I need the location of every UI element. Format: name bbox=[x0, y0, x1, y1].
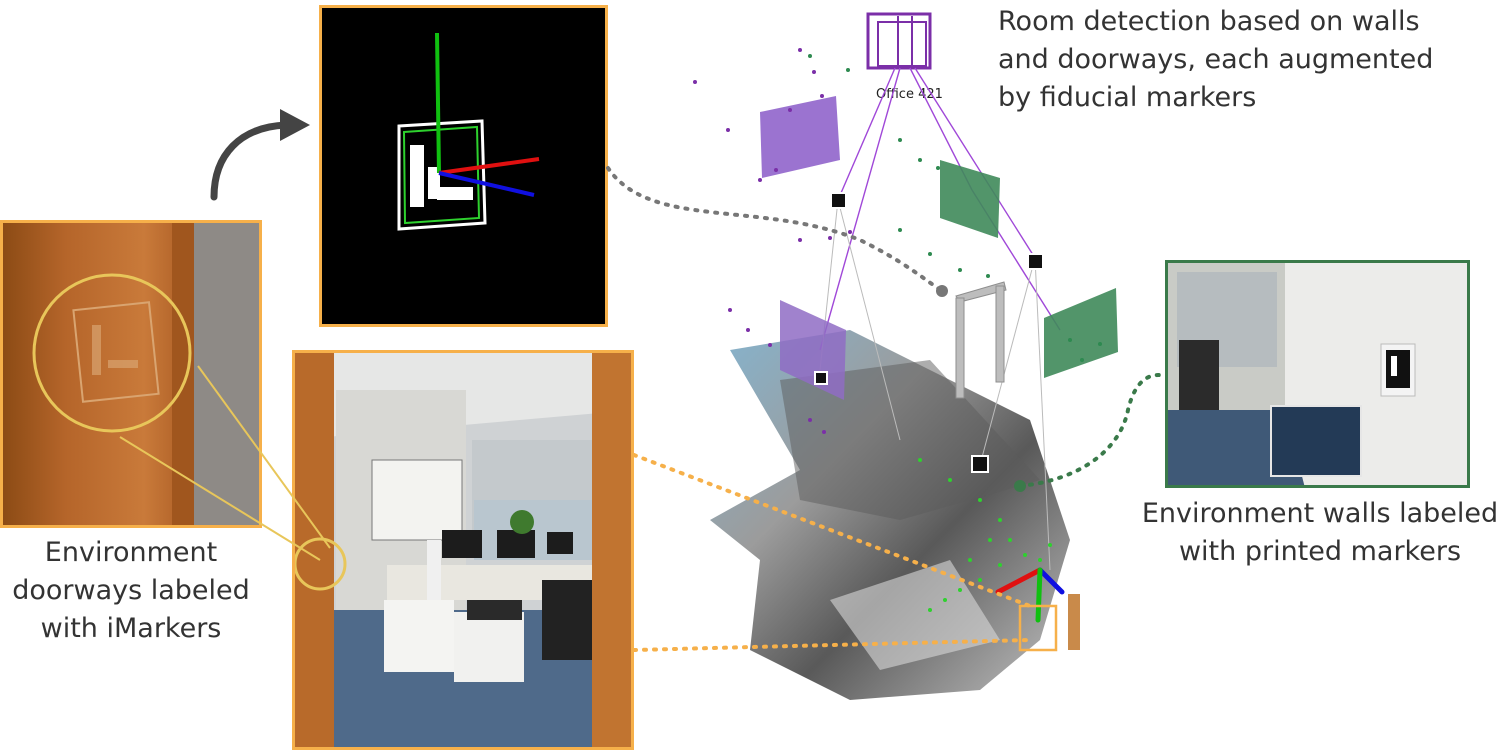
wall-plane-purple bbox=[760, 96, 840, 178]
room-detection-caption: Room detection based on walls and doorwa… bbox=[998, 6, 1434, 113]
door-closeup-panel bbox=[0, 220, 262, 528]
fiducial-marker bbox=[814, 371, 828, 385]
fiducial-marker bbox=[830, 192, 847, 209]
fiducial-marker bbox=[1027, 253, 1044, 270]
office-photo-panel bbox=[292, 350, 634, 750]
camera-frame bbox=[1018, 604, 1058, 652]
wall-photo-panel bbox=[1165, 260, 1470, 488]
office-leader bbox=[632, 638, 1032, 652]
marker-links bbox=[819, 199, 1051, 571]
room-node-office-421 bbox=[866, 12, 932, 70]
leader-dot bbox=[936, 285, 948, 297]
office-photo-image bbox=[292, 350, 634, 750]
detection-leader bbox=[606, 166, 944, 293]
purple-points bbox=[693, 48, 852, 434]
wall-plane-green bbox=[940, 160, 1000, 238]
door-closeup-image bbox=[0, 220, 262, 528]
green-points bbox=[808, 54, 1102, 362]
office-leader bbox=[632, 453, 1032, 608]
doorways-caption: Environment doorways labeled with iMarke… bbox=[12, 537, 250, 644]
leader-dot bbox=[1014, 480, 1026, 492]
marker-detection-image bbox=[319, 5, 608, 327]
imarker-highlight-circle bbox=[32, 273, 192, 433]
curved-arrow-icon bbox=[210, 109, 310, 201]
room-label: Office 421 bbox=[876, 87, 943, 102]
walls-caption: Environment walls labeled with printed m… bbox=[1141, 498, 1499, 567]
marker-detection-panel bbox=[319, 5, 608, 327]
wall-plane-purple bbox=[780, 300, 846, 400]
wall-photo-image bbox=[1165, 260, 1470, 488]
zoom-connector-line bbox=[119, 436, 321, 561]
zoom-connector-line bbox=[197, 365, 331, 549]
pointcloud-map: Office 421 bbox=[693, 12, 1118, 700]
wall-leader bbox=[1018, 373, 1167, 488]
doorway-frame bbox=[955, 281, 1007, 399]
wall-plane-green bbox=[1044, 288, 1118, 378]
fiducial-marker bbox=[971, 455, 989, 473]
camera-pose-axes bbox=[995, 567, 1065, 623]
detection-points bbox=[918, 458, 1052, 612]
